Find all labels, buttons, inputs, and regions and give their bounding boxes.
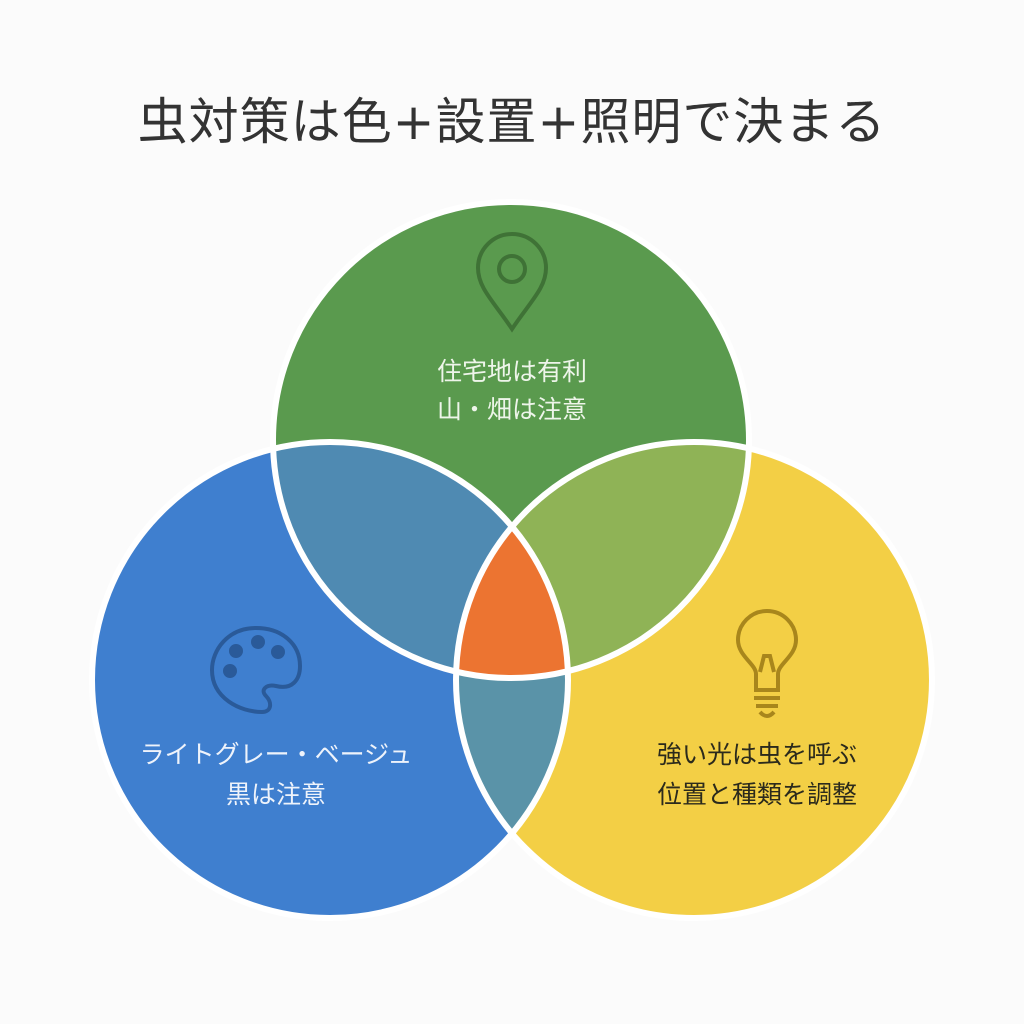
palette-icon (209, 625, 303, 715)
lightbulb-icon (735, 609, 799, 718)
color-line1: ライトグレー・ベージュ (140, 740, 413, 769)
diagram-title: 虫対策は色+設置+照明で決まる (137, 93, 887, 151)
lighting-line1: 強い光は虫を呼ぶ (657, 740, 857, 769)
location-line1: 住宅地は有利 (437, 357, 587, 386)
location-line2: 山・畑は注意 (437, 395, 587, 424)
lighting-line2: 位置と種類を調整 (657, 780, 857, 809)
circle-outlines (89, 199, 935, 921)
map-pin-icon (475, 232, 549, 333)
overlap-location-lighting (456, 442, 749, 678)
overlap-location-color (273, 442, 568, 678)
color-line2: 黒は注意 (226, 780, 326, 809)
